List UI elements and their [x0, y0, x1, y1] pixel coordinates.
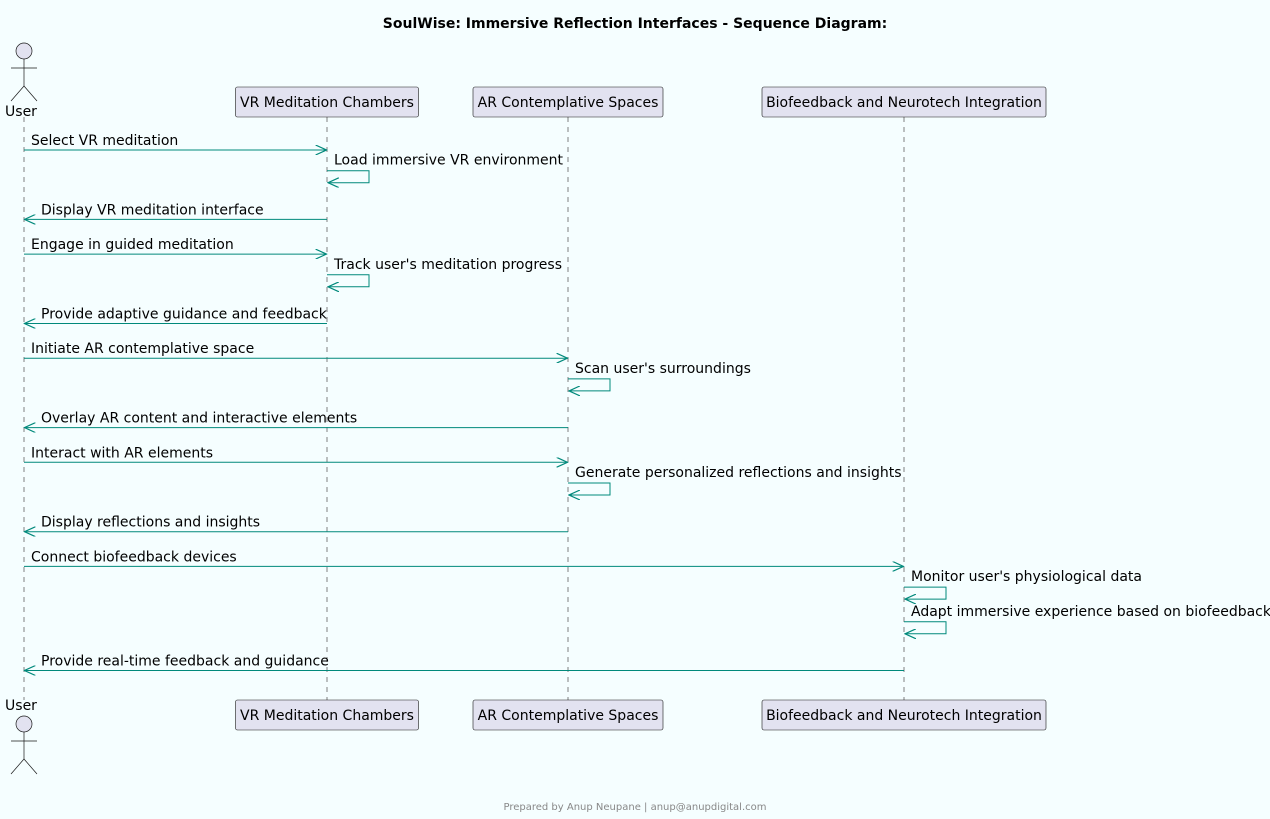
self-message-arrow: [327, 274, 370, 287]
message-label: Overlay AR content and interactive eleme…: [41, 411, 357, 427]
message-label: Generate personalized reflections and in…: [575, 465, 902, 481]
message-10: Interact with AR elements: [24, 445, 568, 462]
actor-label: User: [5, 104, 37, 120]
actor-head: [15, 715, 33, 733]
message-label: Display reflections and insights: [41, 515, 260, 531]
message-13: Connect biofeedback devices: [24, 549, 904, 566]
message-label: Connect biofeedback devices: [31, 549, 237, 565]
self-message-arrow: [904, 586, 947, 599]
participant-bio-bottom: Biofeedback and Neurotech Integration: [761, 699, 1047, 731]
participant-ar-bottom: AR Contemplative Spaces: [472, 699, 664, 731]
message-14: Monitor user's physiological data: [904, 569, 1142, 599]
actor-user-top: User: [5, 42, 38, 120]
participant-label: VR Meditation Chambers: [240, 95, 414, 111]
participant-label: Biofeedback and Neurotech Integration: [766, 708, 1042, 724]
participants-top: User VR Meditation Chambers AR Contemplati…: [5, 42, 1047, 120]
message-label: Display VR meditation interface: [41, 202, 264, 218]
message-5: Track user's meditation progress: [327, 257, 562, 287]
actor-left-leg: [10, 85, 25, 102]
message-label: Scan user's surroundings: [575, 361, 751, 377]
diagram-title: SoulWise: Immersive Reflection Interface…: [383, 16, 887, 32]
participant-ar-top: AR Contemplative Spaces: [472, 86, 664, 118]
self-message-arrow: [568, 482, 611, 495]
message-label: Engage in guided meditation: [31, 237, 234, 253]
participant-label: AR Contemplative Spaces: [478, 708, 659, 724]
participant-vr-bottom: VR Meditation Chambers: [235, 699, 419, 731]
message-12: Display reflections and insights: [25, 515, 568, 532]
participant-label: VR Meditation Chambers: [240, 708, 414, 724]
participant-box: [235, 86, 419, 118]
message-2: Load immersive VR environment: [327, 153, 564, 183]
footer-credit: Prepared by Anup Neupane | anup@anupdigi…: [503, 802, 766, 813]
participant-box: [761, 86, 1047, 118]
actor-user-bottom: User: [5, 698, 38, 775]
participant-label: AR Contemplative Spaces: [478, 95, 659, 111]
message-label: Provide real-time feedback and guidance: [41, 654, 329, 670]
self-message-arrow: [904, 621, 947, 634]
message-15: Adapt immersive experience based on biof…: [904, 604, 1270, 634]
participants-bottom: User VR Meditation Chambers AR Contemplati…: [5, 698, 1047, 775]
lifelines: [23, 117, 905, 700]
participant-box: [472, 699, 664, 731]
message-label: Select VR meditation: [31, 133, 178, 149]
actor-label: User: [5, 698, 37, 714]
message-9: Overlay AR content and interactive eleme…: [25, 411, 568, 428]
message-label: Interact with AR elements: [31, 445, 213, 461]
participant-box: [761, 699, 1047, 731]
message-16: Provide real-time feedback and guidance: [25, 654, 904, 671]
actor-head: [15, 42, 33, 60]
message-11: Generate personalized reflections and in…: [568, 465, 902, 495]
participant-box: [235, 699, 419, 731]
message-label: Monitor user's physiological data: [911, 569, 1142, 585]
message-label: Provide adaptive guidance and feedback: [41, 307, 328, 323]
message-label: Load immersive VR environment: [334, 153, 564, 169]
message-6: Provide adaptive guidance and feedback: [25, 307, 328, 324]
message-label: Track user's meditation progress: [333, 257, 562, 273]
actor-right-leg: [23, 758, 38, 775]
message-4: Engage in guided meditation: [24, 237, 327, 254]
actor-right-leg: [23, 85, 38, 102]
self-message-arrow: [327, 170, 370, 183]
message-1: Select VR meditation: [24, 133, 327, 150]
participant-label: Biofeedback and Neurotech Integration: [766, 95, 1042, 111]
participant-box: [472, 86, 664, 118]
participant-vr-top: VR Meditation Chambers: [235, 86, 419, 118]
participant-bio-top: Biofeedback and Neurotech Integration: [761, 86, 1047, 118]
message-3: Display VR meditation interface: [25, 202, 327, 219]
actor-left-leg: [10, 758, 25, 775]
self-message-arrow: [568, 378, 611, 391]
message-8: Scan user's surroundings: [568, 361, 751, 391]
message-7: Initiate AR contemplative space: [24, 341, 568, 358]
message-label: Adapt immersive experience based on biof…: [911, 604, 1270, 620]
message-label: Initiate AR contemplative space: [31, 341, 254, 357]
